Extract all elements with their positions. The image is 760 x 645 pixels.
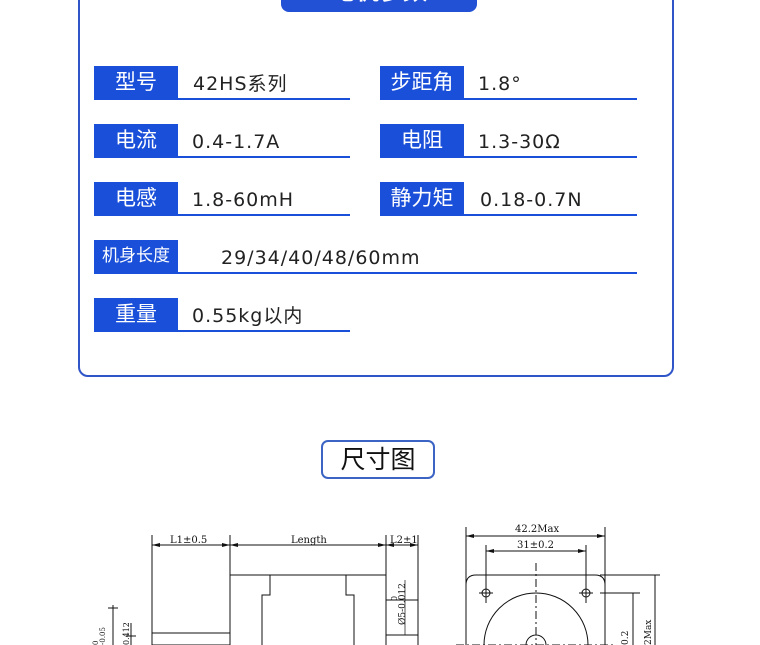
spec-label: 机身长度 (94, 240, 178, 272)
spec-model: 型号 42HS系列 (94, 66, 350, 100)
side-tolerance-b: 0 (92, 641, 100, 645)
spec-inductance: 电感 1.8-60mH (94, 182, 350, 216)
spec-holding-torque: 静力矩 0.18-0.7N (380, 182, 637, 216)
underline (94, 214, 350, 216)
shaft-diameter-label: Ø5-0.012 (397, 583, 408, 625)
spec-label: 静力矩 (380, 182, 464, 214)
spec-weight: 重量 0.55kg以内 (94, 298, 350, 332)
spec-step-angle: 步距角 1.8° (380, 66, 637, 100)
spec-value: 1.3-30Ω (478, 131, 561, 153)
spec-value: 0.18-0.7N (480, 189, 583, 211)
spec-value: 0.4-1.7A (192, 131, 281, 153)
spec-card-title: 电机参数 (281, 0, 477, 12)
dimension-section-title: 尺寸图 (321, 440, 435, 479)
shaft-diameter-zero: 0 (390, 596, 399, 601)
spec-value: 1.8-60mH (192, 189, 295, 211)
boss-circle (483, 592, 589, 645)
l2-label: L2±1 (390, 535, 418, 546)
spec-value: 42HS系列 (193, 73, 288, 95)
total-width-label: 42.2Max (515, 524, 559, 535)
dimension-drawing: L1±0.5 Length L2±1 42.2Max 31±0.2 Ø5-0.0… (92, 524, 660, 645)
side-tolerance-c: 0.412 (122, 622, 131, 645)
spec-value: 29/34/40/48/60mm (221, 247, 421, 269)
underline (94, 98, 350, 100)
spec-resistance: 电阻 1.3-30Ω (380, 124, 637, 158)
spec-label: 步距角 (380, 66, 464, 98)
front-tolerance-a: 0.2 (621, 631, 631, 645)
spec-label: 电阻 (380, 124, 464, 156)
underline (94, 330, 350, 332)
hole-spacing-label: 31±0.2 (517, 540, 554, 551)
spec-body-length: 机身长度 29/34/40/48/60mm (94, 240, 637, 274)
l1-label: L1±0.5 (170, 535, 207, 546)
spec-label: 电感 (94, 182, 178, 214)
underline (380, 214, 637, 216)
length-label: Length (291, 535, 327, 546)
spec-value: 0.55kg以内 (192, 305, 304, 327)
spec-label: 重量 (94, 298, 178, 330)
spec-value: 1.8° (478, 73, 522, 95)
front-tolerance-b: 2Max (644, 620, 654, 645)
spec-label: 电流 (94, 124, 178, 156)
spec-card (78, 0, 674, 377)
underline (94, 272, 637, 274)
underline (94, 156, 350, 158)
underline (380, 98, 637, 100)
underline (380, 156, 637, 158)
spec-current: 电流 0.4-1.7A (94, 124, 350, 158)
motor-body (229, 574, 387, 645)
side-tolerance-a: -0.05 (99, 627, 107, 645)
spec-label: 型号 (94, 66, 178, 98)
